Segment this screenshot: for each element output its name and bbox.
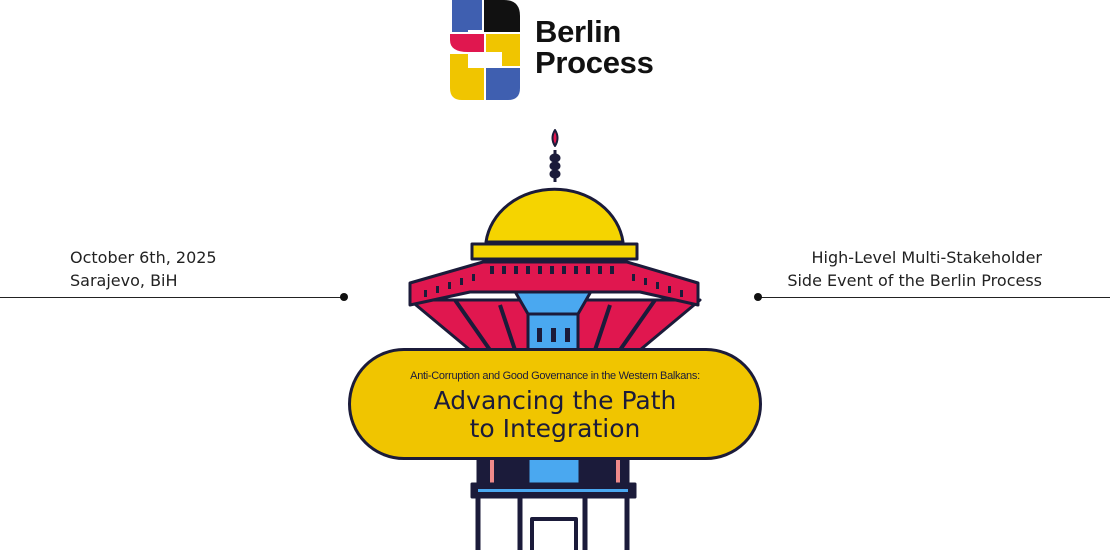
berlin-process-logo-icon [450, 0, 520, 100]
banner-subtitle: Anti-Corruption and Good Governance in t… [410, 370, 700, 382]
event-info: October 6th, 2025 Sarajevo, BiH [70, 246, 217, 292]
description-line-2: Side Event of the Berlin Process [787, 271, 1042, 290]
left-divider [0, 297, 344, 298]
banner-title: Advancing the Path to Integration [351, 387, 759, 443]
banner-title-line-1: Advancing the Path [433, 386, 677, 415]
event-location: Sarajevo, BiH [70, 271, 178, 290]
banner-title-line-2: to Integration [469, 414, 641, 443]
event-title-banner: Anti-Corruption and Good Governance in t… [348, 348, 762, 460]
description-line-1: High-Level Multi-Stakeholder [811, 248, 1042, 267]
logo-wordmark: Berlin Process [535, 16, 654, 78]
right-divider [758, 297, 1110, 298]
logo-line-1: Berlin [535, 14, 622, 49]
event-date: October 6th, 2025 [70, 248, 217, 267]
logo-line-2: Process [535, 45, 654, 80]
event-description: High-Level Multi-Stakeholder Side Event … [787, 246, 1042, 292]
left-divider-dot [340, 293, 348, 301]
right-divider-dot [754, 293, 762, 301]
